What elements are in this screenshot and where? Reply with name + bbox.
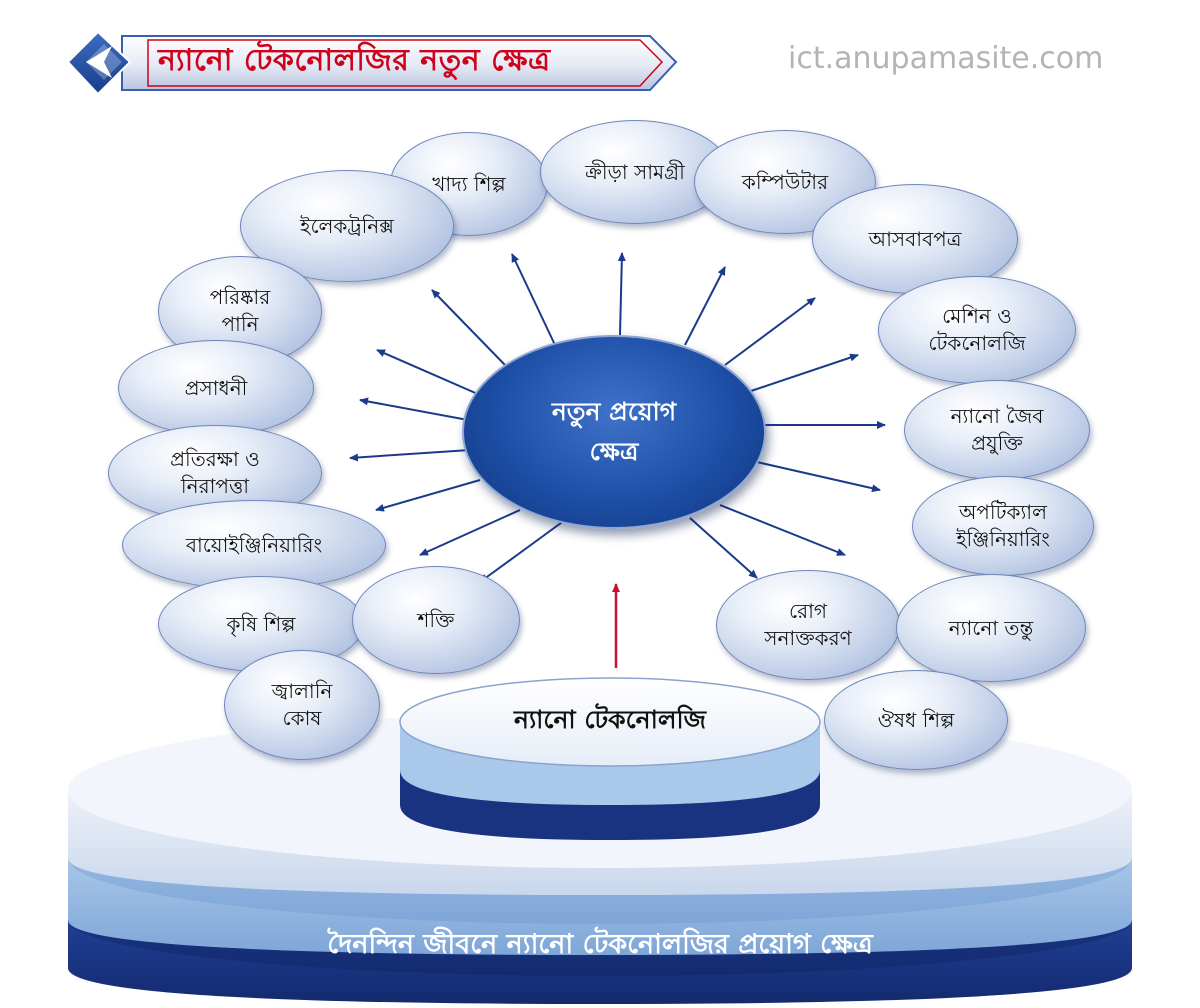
field-fuel-cell: জ্বালানি কোষ [224, 650, 380, 760]
arrow-7 [747, 353, 859, 393]
arrow-layer [349, 252, 886, 668]
field-electronics: ইলেকট্রনিক্স [240, 170, 454, 282]
arrow-3 [684, 266, 726, 346]
platform-label: ন্যানো টেকনোলজি [514, 704, 706, 734]
center-line-2: ক্ষেত্র [589, 437, 639, 466]
field-energy: শক্তি [352, 566, 520, 674]
field-furniture: আসবাবপত্র [812, 184, 1018, 294]
arrow-15 [479, 519, 566, 583]
field-machine-technology: মেশিন ও টেকনোলজি [878, 276, 1076, 384]
arrow-1 [511, 253, 556, 346]
arrow-5 [724, 297, 816, 366]
field-nano-fiber: ন্যানো তন্তু [896, 574, 1086, 682]
center-line-1: নতুন প্রয়োগ [551, 397, 677, 426]
arrow-13 [719, 504, 846, 556]
arrow-12 [375, 479, 481, 512]
arrow-16 [689, 517, 758, 579]
arrow-14 [419, 509, 521, 556]
header-logo-icon [66, 30, 132, 96]
pedestal [399, 677, 821, 840]
arrow-11 [747, 459, 881, 493]
arrow-4 [431, 289, 506, 366]
field-cosmetics: প্রসাধনী [118, 340, 314, 436]
page-title: ন্যানো টেকনোলজির নতুন ক্ষেত্র [158, 42, 551, 78]
site-url: ict.anupamasite.com [788, 40, 1104, 76]
arrow-10 [349, 449, 471, 462]
center-node: নতুন প্রয়োগ ক্ষেত্র [462, 335, 766, 529]
arrow-2 [617, 252, 626, 336]
field-disease-detection: রোগ সনাক্তকরণ [716, 570, 900, 680]
field-optical-engineering: অপটিক্যাল ইঞ্জিনিয়ারিং [912, 476, 1094, 576]
footer-label: দৈনন্দিন জীবনে ন্যানো টেকনোলজির প্রয়োগ … [327, 928, 873, 960]
field-bioengineering: বায়োইঞ্জিনিয়ারিং [122, 500, 386, 590]
arrow-8 [359, 397, 469, 421]
arrow-6 [376, 349, 481, 396]
field-nano-biotech: ন্যানো জৈব প্রযুক্তি [904, 380, 1090, 480]
header-banner [121, 35, 678, 91]
field-pharmaceutical: ঔষধ শিল্প [824, 670, 1008, 770]
